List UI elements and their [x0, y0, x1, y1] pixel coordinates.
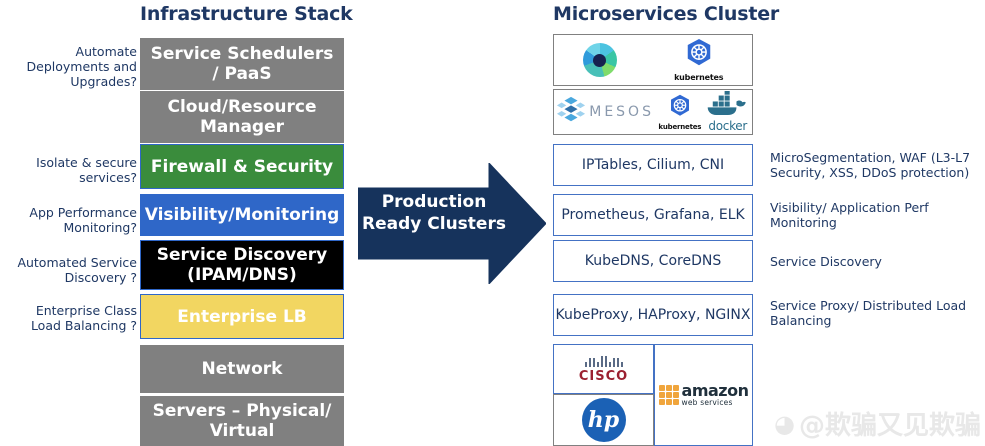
cisco-wordmark: CISCO: [578, 368, 629, 384]
question-label-1: Isolate & secure services?: [36, 155, 137, 185]
cluster-component-box-1[interactable]: Prometheus, Grafana, ELK: [553, 194, 753, 236]
openshift-donut-logo: [582, 43, 617, 77]
cluster-description-3: Service Proxy/ Distributed Load Balancin…: [770, 298, 967, 328]
stack-layer-label: Cloud/Resource Manager: [167, 97, 317, 137]
question-label-2: App Performance Monitoring?: [29, 205, 137, 235]
stack-layer-5[interactable]: Enterprise LB: [140, 294, 344, 339]
donut-icon: [582, 43, 617, 77]
stack-layer-label: Service Discovery (IPAM/DNS): [156, 245, 328, 285]
kubernetes-wordmark: kubernetes: [658, 122, 702, 131]
cluster-component-label: KubeProxy, HAProxy, NGINX: [555, 306, 751, 323]
cluster-component-box-2[interactable]: KubeDNS, CoreDNS: [553, 240, 753, 282]
stack-layer-label: Visibility/Monitoring: [144, 205, 340, 225]
question-label-4: Enterprise Class Load Balancing ?: [30, 303, 137, 333]
microservices-cluster-title: Microservices Cluster: [553, 3, 780, 25]
aws-logo-cell: amazon web services: [654, 344, 753, 446]
stack-layer-label: Servers – Physical/ Virtual: [152, 401, 332, 441]
hp-logo: hp: [581, 398, 626, 442]
kubernetes-logo: kubernetes: [658, 94, 701, 131]
stack-layer-0[interactable]: Service Schedulers / PaaS: [140, 38, 344, 90]
docker-logo: docker: [706, 89, 750, 133]
aws-logo: amazon web services: [658, 380, 749, 407]
stack-layer-label: Firewall & Security: [150, 156, 334, 177]
cluster-component-box-3[interactable]: KubeProxy, HAProxy, NGINX: [553, 294, 753, 336]
stack-layer-2[interactable]: Firewall & Security: [140, 144, 344, 189]
kubernetes-wheel-icon: [684, 38, 714, 72]
question-label-0: Automate Deployments and Upgrades?: [26, 44, 137, 89]
cisco-logo-cell: CISCO: [553, 344, 654, 394]
cluster-component-box-0[interactable]: IPTables, Cilium, CNI: [553, 144, 753, 186]
orchestration-row: kubernetes: [553, 34, 753, 86]
stack-layer-3[interactable]: Visibility/Monitoring: [140, 194, 344, 236]
vendor-logo-block: CISCO hp amazon web services: [553, 344, 753, 446]
mesos-wordmark: MESOS: [589, 104, 654, 120]
cluster-description-2: Service Discovery: [770, 254, 882, 269]
mesos-icon: [556, 95, 586, 129]
stack-layer-6[interactable]: Network: [140, 345, 344, 393]
watermark-text: @欺骗又见欺骗: [798, 411, 981, 441]
stack-layer-label: Enterprise LB: [177, 306, 307, 327]
kubernetes-wordmark: kubernetes: [674, 73, 724, 82]
container-runtime-row: MESOS kubernetes docker: [553, 89, 753, 135]
aws-wordmark: amazon: [681, 380, 749, 400]
stack-layer-4[interactable]: Service Discovery (IPAM/DNS): [140, 240, 344, 290]
kubernetes-wheel-icon: [668, 94, 692, 122]
infrastructure-stack-title: Infrastructure Stack: [140, 3, 353, 25]
cluster-description-1: Visibility/ Application Perf Monitoring: [770, 200, 929, 230]
weibo-icon: ◕: [774, 409, 795, 438]
hp-logo-cell: hp: [553, 394, 654, 446]
cisco-logo: CISCO: [579, 355, 628, 384]
docker-whale-icon: [706, 89, 750, 121]
cluster-component-label: IPTables, Cilium, CNI: [581, 156, 725, 173]
aws-subtitle: web services: [681, 397, 733, 407]
kubernetes-logo: kubernetes: [674, 38, 724, 82]
cisco-bars-icon: [584, 355, 623, 367]
question-label-3: Automated Service Discovery ?: [17, 255, 137, 285]
stack-layer-label: Network: [201, 359, 283, 379]
cluster-component-label: KubeDNS, CoreDNS: [584, 252, 722, 269]
aws-boxes-icon: [658, 385, 679, 405]
stack-layer-label: Service Schedulers / PaaS: [150, 44, 334, 84]
cluster-component-label: Prometheus, Grafana, ELK: [561, 206, 745, 223]
production-ready-arrow: Production Ready Clusters: [358, 163, 546, 284]
docker-wordmark: docker: [708, 119, 748, 133]
mesos-logo: MESOS: [556, 95, 654, 129]
stack-layer-1[interactable]: Cloud/Resource Manager: [140, 91, 344, 143]
stack-layer-7[interactable]: Servers – Physical/ Virtual: [140, 396, 344, 446]
cluster-description-0: MicroSegmentation, WAF (L3-L7 Security, …: [770, 150, 971, 180]
question-label-column: Automate Deployments and Upgrades? Isolat…: [0, 0, 137, 446]
weibo-watermark: ◕ @欺骗又见欺骗: [774, 405, 981, 442]
